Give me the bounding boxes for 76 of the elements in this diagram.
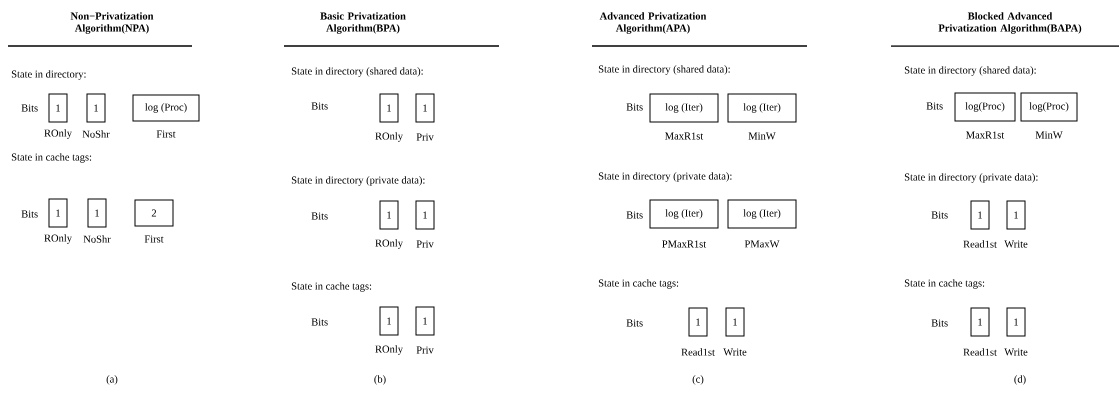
bit-field-box: 1 <box>379 200 399 230</box>
column-heading: Basic Privatization Algorithm(BPA) <box>320 12 406 34</box>
bit-field-box: log (Iter) <box>727 199 797 229</box>
bit-field-box: 2 <box>134 199 174 227</box>
field-name: Read1st <box>681 348 715 356</box>
panel-caption: (b) <box>374 375 386 385</box>
field-name: ROnly <box>375 239 403 249</box>
bit-field-box: log (Iter) <box>649 199 719 229</box>
field-name: First <box>156 130 176 138</box>
field-name: ROnly <box>375 345 403 355</box>
bit-field-box: 1 <box>48 93 68 123</box>
column-heading: Non−Privatization Algorithm(NPA) <box>70 12 154 34</box>
field-name: MinW <box>748 132 776 140</box>
panel-caption: (c) <box>692 375 704 385</box>
field-name: Write <box>723 348 747 356</box>
row-label: Bits <box>311 212 328 220</box>
section-title: State in directory: <box>11 70 86 80</box>
field-name: NoShr <box>83 235 111 243</box>
section-title: State in cache tags: <box>291 282 372 292</box>
row-label: Bits <box>21 210 38 218</box>
field-name: Priv <box>416 346 434 354</box>
bit-field-box: 1 <box>415 200 435 230</box>
section-title: State in cache tags: <box>11 153 92 163</box>
row-label: Bits <box>626 319 643 327</box>
bit-field-box: 1 <box>1006 200 1026 230</box>
field-name: Priv <box>416 133 434 141</box>
field-name: First <box>144 235 164 243</box>
row-label: Bits <box>931 211 948 219</box>
field-name: MaxR1st <box>665 132 704 140</box>
field-name: Write <box>1004 348 1028 356</box>
field-name: Read1st <box>963 240 997 248</box>
field-name: MaxR1st <box>966 131 1005 139</box>
section-title: State in directory (shared data): <box>291 67 423 77</box>
field-name: MinW <box>1035 131 1063 139</box>
row-label: Bits <box>931 319 948 327</box>
bit-field-box: 1 <box>970 200 990 230</box>
bit-field-box: 1 <box>688 307 708 337</box>
bit-field-box: 1 <box>86 93 106 123</box>
bit-field-box: log (Iter) <box>649 93 719 123</box>
bit-field-box: log (Iter) <box>727 93 797 123</box>
field-name: PMaxW <box>744 240 780 248</box>
bit-field-box: 1 <box>970 307 990 337</box>
section-title: State in directory (private data): <box>598 172 732 182</box>
bit-field-box: log(Proc) <box>1020 92 1078 122</box>
column-heading: Advanced Privatization Algorithm(APA) <box>599 12 707 34</box>
field-name: Read1st <box>963 348 997 356</box>
row-label: Bits <box>926 102 943 110</box>
field-name: ROnly <box>375 132 403 142</box>
bit-field-box: 1 <box>48 198 68 228</box>
bit-field-box: 1 <box>415 93 435 123</box>
bit-field-box: log(Proc) <box>954 92 1016 122</box>
bit-field-box: 1 <box>725 307 745 337</box>
section-title: State in directory (private data): <box>904 173 1038 183</box>
field-name: Write <box>1004 240 1028 248</box>
field-name: ROnly <box>44 234 72 244</box>
row-label: Bits <box>21 104 38 112</box>
row-label: Bits <box>311 102 328 110</box>
panel-caption: (a) <box>106 375 118 385</box>
panel-caption: (d) <box>1014 375 1026 385</box>
section-title: State in directory (shared data): <box>598 65 730 75</box>
bit-field-box: 1 <box>379 306 399 336</box>
field-name: PMaxR1st <box>662 240 707 248</box>
row-label: Bits <box>311 318 328 326</box>
bit-field-box: 1 <box>379 93 399 123</box>
bit-field-box: 1 <box>87 198 107 228</box>
field-name: Priv <box>416 240 434 248</box>
bit-field-box: 1 <box>1006 307 1026 337</box>
bit-field-box: 1 <box>415 306 435 336</box>
section-title: State in cache tags: <box>904 279 985 289</box>
field-name: ROnly <box>44 129 72 139</box>
bit-field-box: log (Proc) <box>132 94 200 122</box>
column-heading: Blocked Advanced Privatization Algorithm(BAPA) <box>938 12 1082 34</box>
section-title: State in directory (private data): <box>291 176 425 186</box>
section-title: State in directory (shared data): <box>904 66 1036 76</box>
field-name: NoShr <box>82 130 110 138</box>
section-title: State in cache tags: <box>598 279 679 289</box>
